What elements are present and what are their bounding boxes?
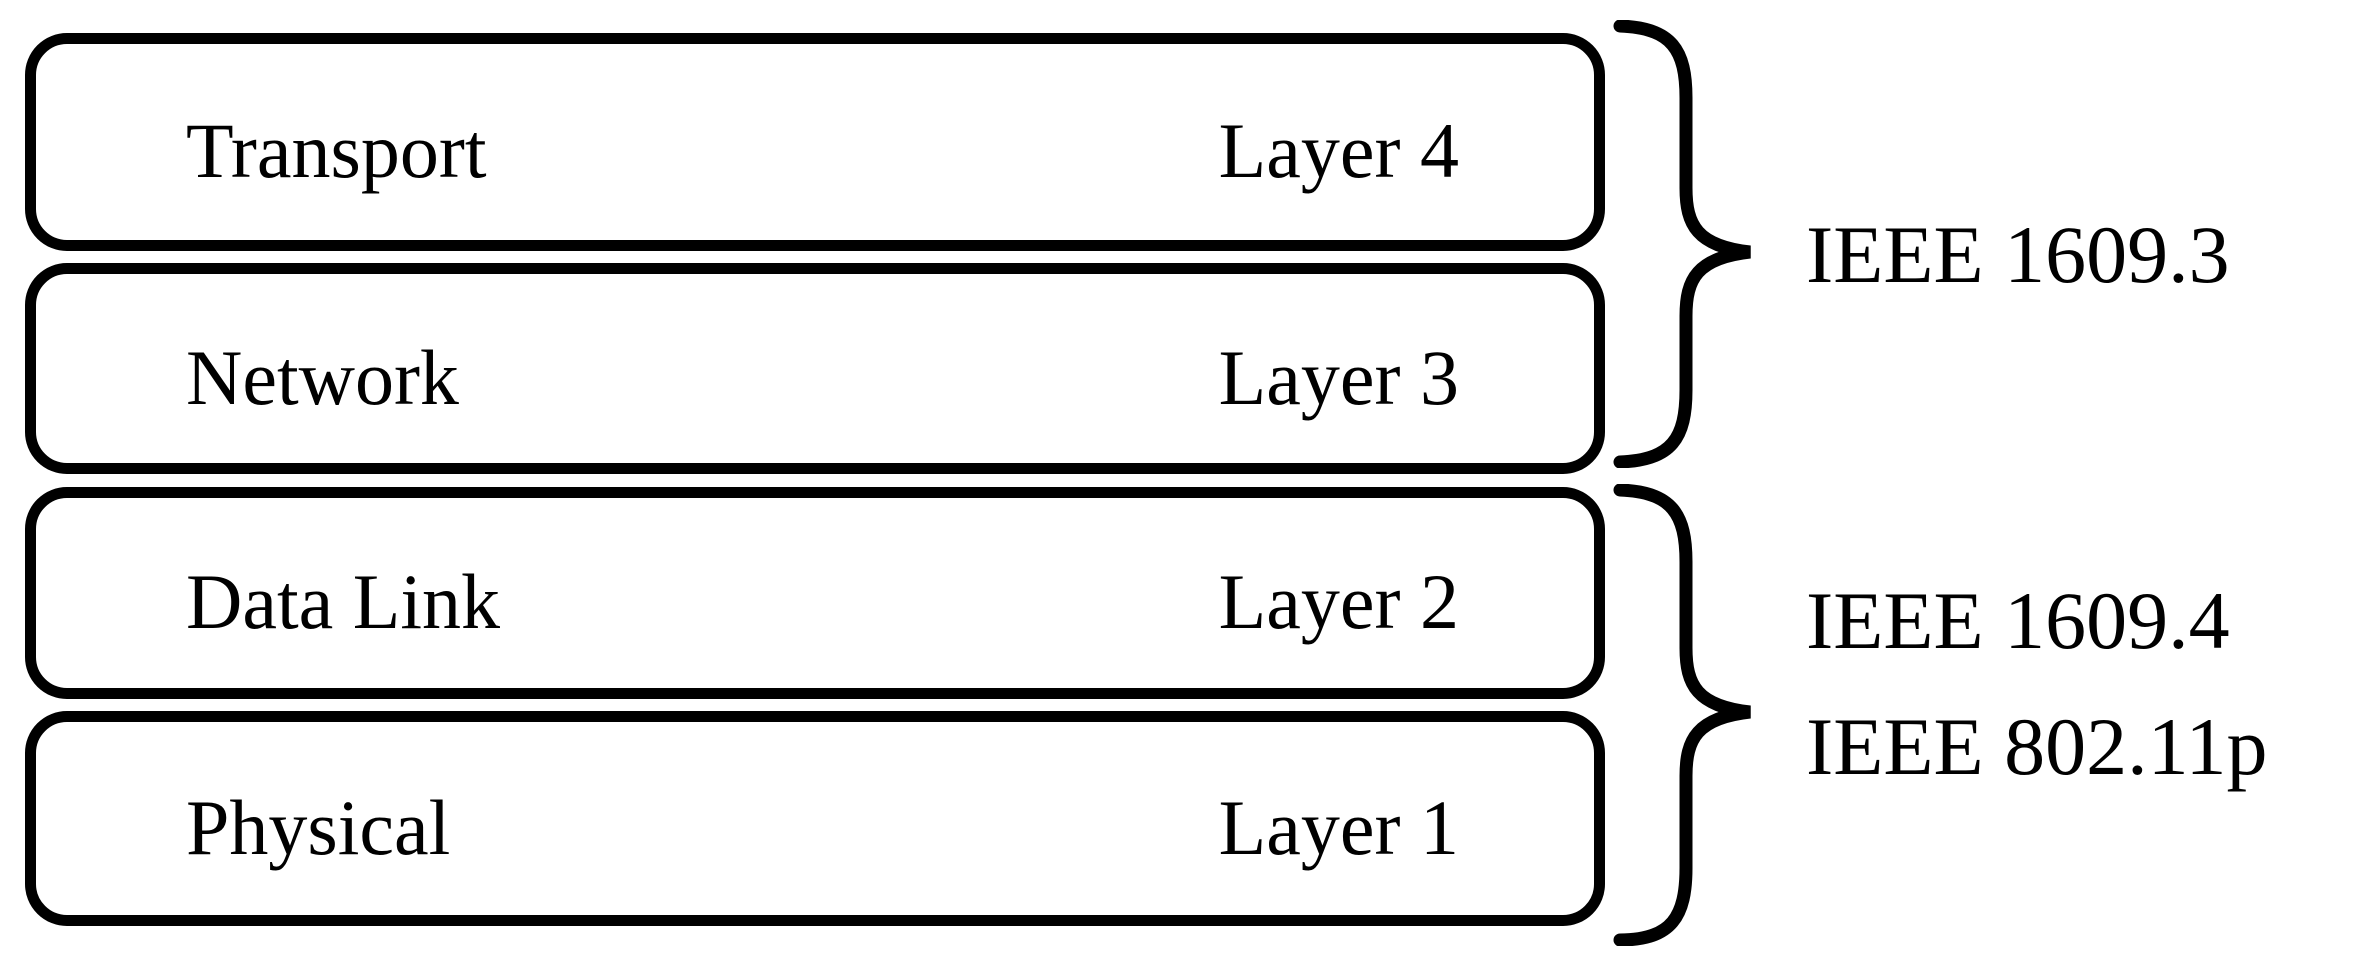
group-label-line: IEEE 802.11p bbox=[1806, 701, 2268, 792]
layer-name-label: Physical bbox=[186, 783, 451, 871]
group-label-ieee-1609-4-802-11p: IEEE 1609.4 IEEE 802.11p bbox=[1806, 558, 2268, 810]
lower-brace-icon bbox=[1613, 484, 1751, 946]
group-label-ieee-1609-3: IEEE 1609.3 bbox=[1806, 192, 2230, 318]
layer-number-label: Layer 4 bbox=[1218, 107, 1459, 194]
group-label-line: IEEE 1609.4 bbox=[1806, 575, 2230, 666]
layer-box-data-link: Data Link Layer 2 bbox=[25, 487, 1605, 699]
group-label-line: IEEE 1609.3 bbox=[1806, 209, 2230, 300]
layer-name-label: Transport bbox=[186, 107, 487, 194]
layer-number-label: Layer 2 bbox=[1218, 558, 1459, 645]
layer-box-transport: Transport Layer 4 bbox=[25, 33, 1605, 251]
upper-brace-icon bbox=[1613, 20, 1751, 468]
layer-box-network: Network Layer 3 bbox=[25, 263, 1605, 474]
layer-name-label: Network bbox=[186, 333, 459, 421]
layer-number-label: Layer 1 bbox=[1218, 783, 1459, 871]
layer-box-physical: Physical Layer 1 bbox=[25, 711, 1605, 926]
layer-name-label: Data Link bbox=[186, 558, 501, 645]
layer-number-label: Layer 3 bbox=[1218, 333, 1459, 421]
